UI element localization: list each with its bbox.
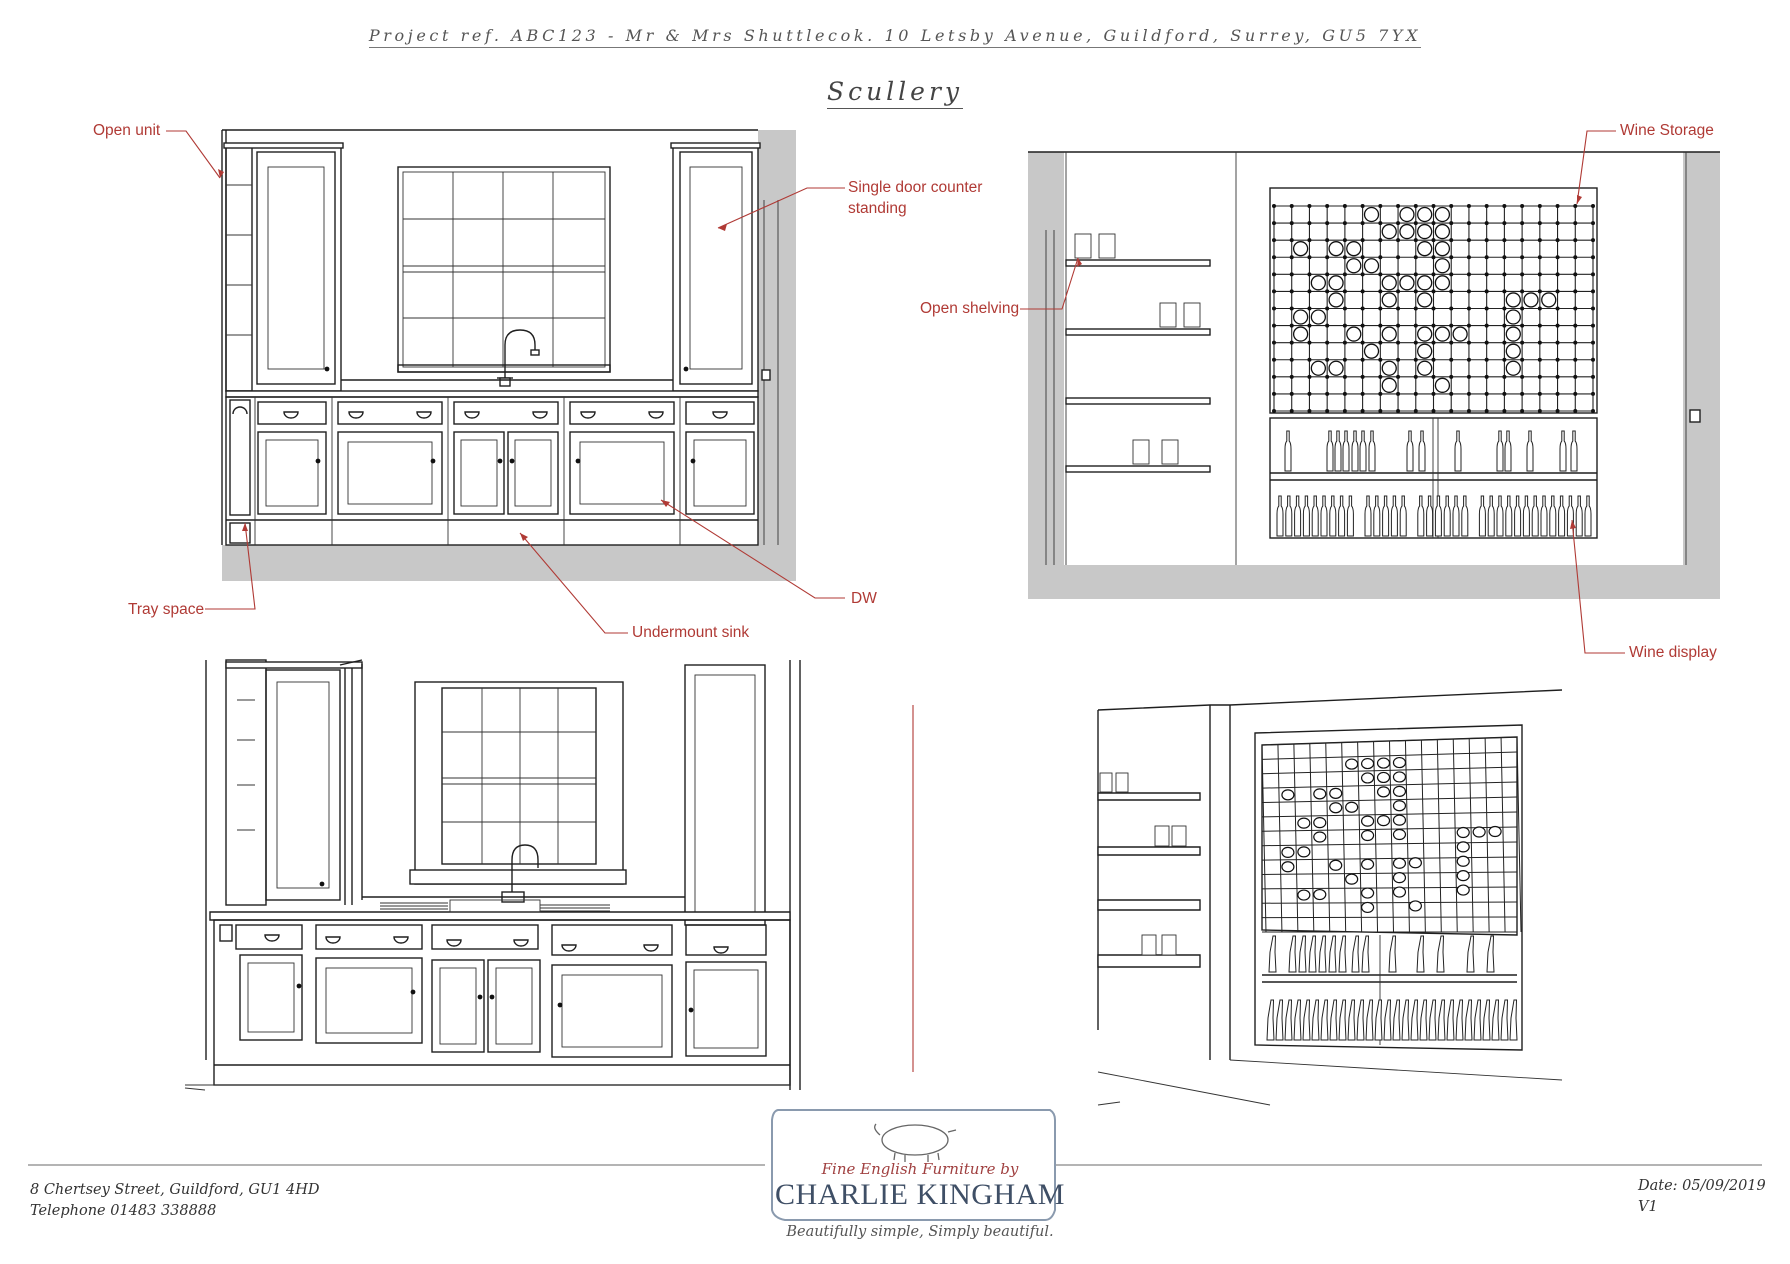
wine-rack-grid	[1272, 204, 1595, 413]
label-single-door-line1: Single door counter	[848, 179, 983, 196]
document-meta: Date: 05/09/2019 V1	[1638, 1176, 1766, 1218]
label-wine-display: Wine display	[1629, 644, 1717, 661]
label-open-shelving: Open shelving	[920, 300, 1020, 317]
wine-elevation	[1028, 151, 1720, 599]
logo-frame	[771, 1109, 1056, 1221]
pig-logo-icon	[874, 1123, 957, 1162]
logo-name: CHARLIE KINGHAM	[775, 1178, 1065, 1211]
wine-rack-grid-3d	[1261, 736, 1522, 933]
perspective-wine	[1097, 689, 1563, 1106]
document-version: V1	[1638, 1199, 1658, 1215]
label-undermount-sink: Undermount sink	[632, 624, 750, 641]
project-reference: Project ref. ABC123 - Mr & Mrs Shuttleco…	[0, 26, 1790, 48]
annotation-leaders	[166, 130, 1625, 654]
logo-tagline: Beautifully simple, Simply beautiful.	[786, 1224, 1054, 1240]
label-tray-space: Tray space	[128, 601, 205, 618]
front-elevation-dresser	[221, 129, 796, 581]
document-date: Date: 05/09/2019	[1638, 1178, 1766, 1194]
label-open-unit: Open unit	[93, 122, 161, 139]
logo-subtitle: Fine English Furniture by	[821, 1160, 1019, 1178]
label-single-door-line2: standing	[848, 200, 907, 217]
company-address: 8 Chertsey Street, Guildford, GU1 4HD Te…	[30, 1180, 319, 1222]
address-line-2: Telephone 01483 338888	[30, 1203, 217, 1219]
page-title: Scullery	[0, 77, 1790, 109]
address-line-1: 8 Chertsey Street, Guildford, GU1 4HD	[30, 1182, 320, 1198]
wine-bottles-display	[1276, 430, 1592, 537]
label-wine-storage: Wine Storage	[1620, 122, 1714, 139]
perspective-dresser	[184, 659, 801, 1091]
wine-bottles-display-3d	[1266, 935, 1518, 1041]
label-dw: DW	[851, 590, 877, 607]
